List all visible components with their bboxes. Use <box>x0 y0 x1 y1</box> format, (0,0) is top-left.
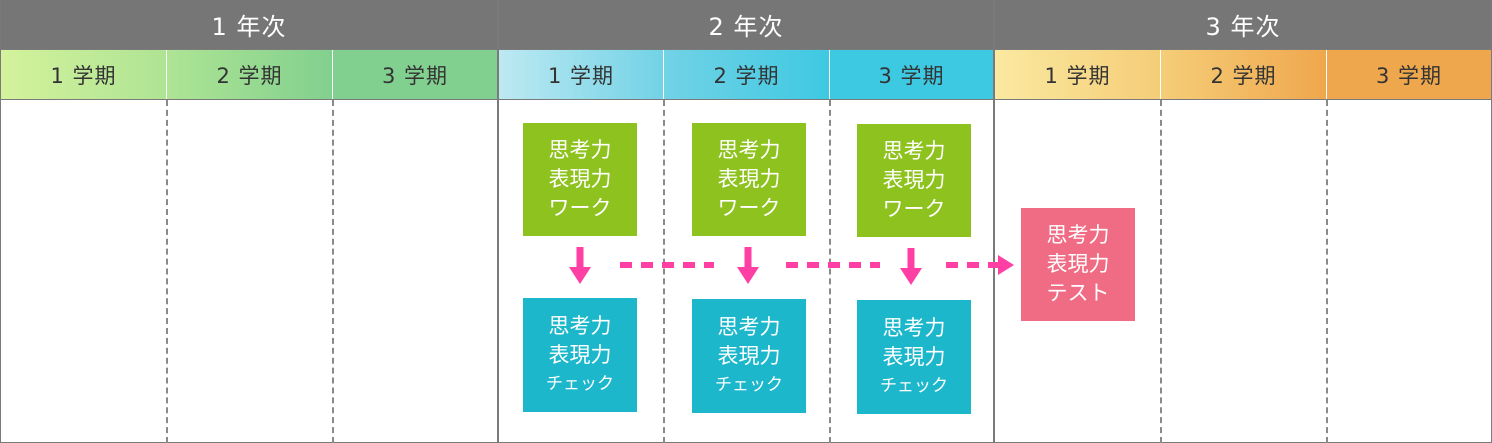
term-header-3: 3 学期 <box>333 50 497 99</box>
term-header-8: 2 学期 <box>1161 50 1326 99</box>
term-header-6: 3 学期 <box>830 50 993 99</box>
term-divider <box>166 100 168 443</box>
down-arrow-head-2 <box>737 267 759 284</box>
right-arrow-head <box>998 255 1014 275</box>
work-line-3: ワーク <box>882 197 946 221</box>
term-divider <box>332 100 334 443</box>
term-divider <box>663 100 665 443</box>
test-box-y3-t1: 思考力 表現力 テスト <box>1021 208 1135 321</box>
check-line-3: チェック <box>880 375 948 396</box>
down-arrow-head-1 <box>569 267 591 284</box>
check-box-y2-t3: 思考力 表現力 チェック <box>857 300 971 414</box>
down-arrow-shaft-2 <box>744 247 752 269</box>
check-box-y2-t1: 思考力 表現力 チェック <box>523 298 637 412</box>
down-arrow-shaft-3 <box>907 248 915 270</box>
test-line-3: テスト <box>1046 281 1110 305</box>
year-divider-1 <box>497 0 499 443</box>
term-header-7: 1 学期 <box>995 50 1160 99</box>
work-box-y2-t1: 思考力 表現力 ワーク <box>523 123 637 236</box>
year-term-divider <box>0 49 1492 50</box>
check-line-2: 表現力 <box>882 344 946 369</box>
term-header-5: 2 学期 <box>664 50 829 99</box>
work-line-3: ワーク <box>548 196 612 220</box>
year-divider-2 <box>993 0 995 443</box>
term-divider <box>1160 100 1162 443</box>
work-box-y2-t2: 思考力 表現力 ワーク <box>692 123 806 236</box>
test-line-1: 思考力 <box>1046 223 1110 247</box>
test-line-2: 表現力 <box>1046 252 1110 276</box>
check-line-1: 思考力 <box>548 313 612 338</box>
down-arrow-shaft-1 <box>576 247 584 269</box>
work-line-1: 思考力 <box>717 138 781 162</box>
work-line-3: ワーク <box>717 196 781 220</box>
check-line-1: 思考力 <box>717 314 781 339</box>
work-line-1: 思考力 <box>882 139 946 163</box>
year-header-3: 3 年次 <box>995 0 1491 49</box>
check-line-2: 表現力 <box>717 343 781 368</box>
year-header-1: 1 年次 <box>1 0 497 49</box>
work-line-1: 思考力 <box>548 138 612 162</box>
term-header-1: 1 学期 <box>1 50 166 99</box>
check-line-2: 表現力 <box>548 342 612 367</box>
work-line-2: 表現力 <box>717 167 781 191</box>
term-header-4: 1 学期 <box>499 50 663 99</box>
year-header-2: 2 年次 <box>499 0 993 49</box>
check-line-1: 思考力 <box>882 315 946 340</box>
work-box-y2-t3: 思考力 表現力 ワーク <box>857 124 971 237</box>
check-line-3: チェック <box>715 374 783 395</box>
check-box-y2-t2: 思考力 表現力 チェック <box>692 299 806 413</box>
work-line-2: 表現力 <box>882 168 946 192</box>
term-divider <box>829 100 831 443</box>
term-divider <box>1326 100 1328 443</box>
header-body-divider <box>0 99 1492 100</box>
down-arrow-head-3 <box>900 268 922 285</box>
check-line-3: チェック <box>546 373 614 394</box>
work-line-2: 表現力 <box>548 167 612 191</box>
term-header-9: 3 学期 <box>1327 50 1491 99</box>
term-header-2: 2 学期 <box>167 50 332 99</box>
